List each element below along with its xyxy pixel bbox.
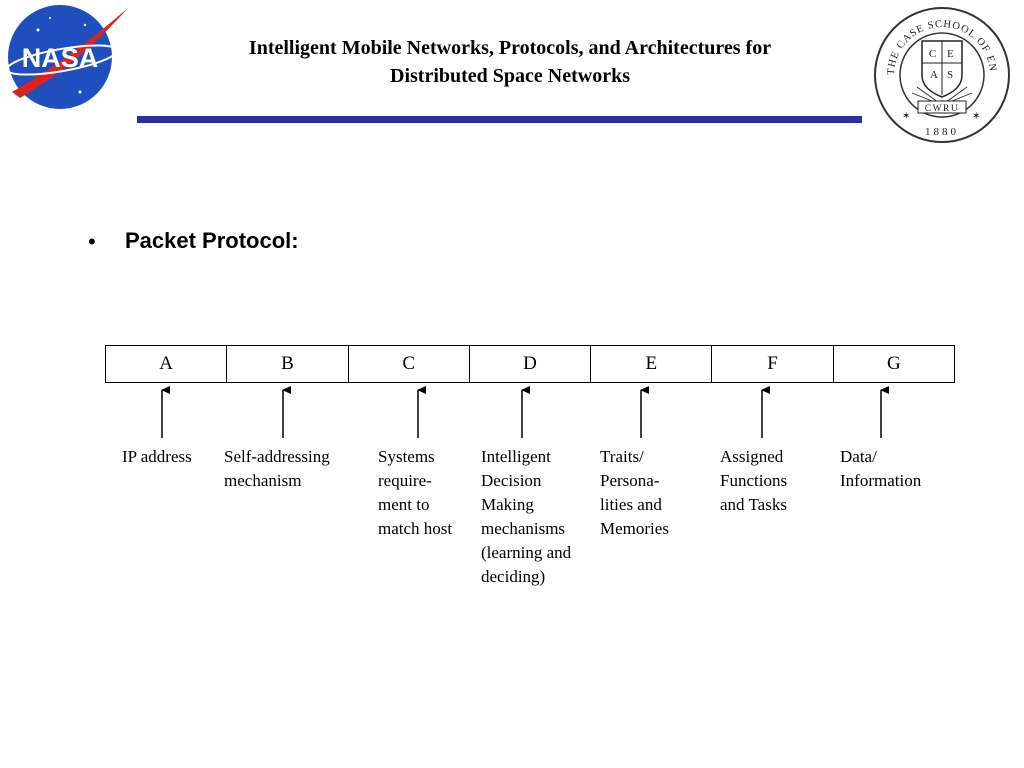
label-line: Memories <box>600 519 669 538</box>
packet-field-b: B <box>226 345 349 383</box>
seal-letter-e: E <box>947 48 954 60</box>
seal-year: 1880 <box>925 126 959 138</box>
label-line: (learning and <box>481 543 572 562</box>
case-school-seal: THE CASE SCHOOL OF ENGINEERING ✶ ✶ 1880 … <box>872 5 1010 143</box>
field-label-g: Data/ Information <box>840 445 921 493</box>
seal-star-right: ✶ <box>972 111 980 122</box>
packet-field-e: E <box>590 345 713 383</box>
packet-fields-row: A B C D E F G <box>104 345 956 383</box>
field-label-d: Intelligent Decision Making mechanisms (… <box>481 445 571 589</box>
label-line: mechanism <box>224 471 302 490</box>
label-line: Information <box>840 471 922 490</box>
label-line: Functions <box>720 471 788 490</box>
packet-field-c: C <box>347 345 470 383</box>
packet-fields-table: A B C D E F G <box>104 345 956 383</box>
field-label-f: Assigned Functions and Tasks <box>720 445 787 517</box>
label-line: and Tasks <box>720 495 787 514</box>
field-label-c: Systems require- ment to match host <box>378 445 452 541</box>
slide-title: Intelligent Mobile Networks, Protocols, … <box>170 34 850 90</box>
label-line: ment to <box>378 495 430 514</box>
label-line: require- <box>378 471 432 490</box>
title-line-1: Intelligent Mobile Networks, Protocols, … <box>248 37 772 59</box>
label-line: Intelligent <box>481 447 551 466</box>
label-line: mechanisms <box>481 519 566 538</box>
bullet-marker: • <box>88 229 96 254</box>
nasa-logo-text: NASA <box>22 43 99 73</box>
field-label-b: Self-addressing mechanism <box>224 445 330 493</box>
seal-letter-s: S <box>947 69 953 81</box>
packet-field-g: G <box>832 345 956 383</box>
header-rule <box>137 116 862 123</box>
title-line-2: Distributed Space Networks <box>390 65 630 87</box>
field-label-e: Traits/ Persona- lities and Memories <box>600 445 669 541</box>
seal-letter-c: C <box>929 48 936 60</box>
packet-field-d: D <box>468 345 592 383</box>
label-line: Self-addressing <box>224 447 330 466</box>
packet-field-f: F <box>711 345 834 383</box>
label-line: Decision <box>481 471 542 490</box>
label-line: IP address <box>122 447 192 466</box>
nasa-logo: NASA <box>5 5 128 109</box>
seal-letter-a: A <box>930 69 938 81</box>
seal-banner: CWRU <box>925 104 960 114</box>
field-label-a: IP address <box>122 445 192 469</box>
packet-field-a: A <box>104 345 228 383</box>
label-line: Data/ <box>840 447 877 466</box>
label-line: Systems <box>378 447 435 466</box>
label-line: Making <box>481 495 534 514</box>
label-line: deciding) <box>481 567 546 586</box>
label-line: Traits/ <box>600 447 644 466</box>
seal-star-left: ✶ <box>902 111 910 122</box>
packet-protocol-heading: Packet Protocol: <box>125 228 299 253</box>
label-line: lities and <box>600 495 662 514</box>
label-line: Assigned <box>720 447 784 466</box>
label-line: Persona- <box>600 471 660 490</box>
label-line: match host <box>378 519 453 538</box>
